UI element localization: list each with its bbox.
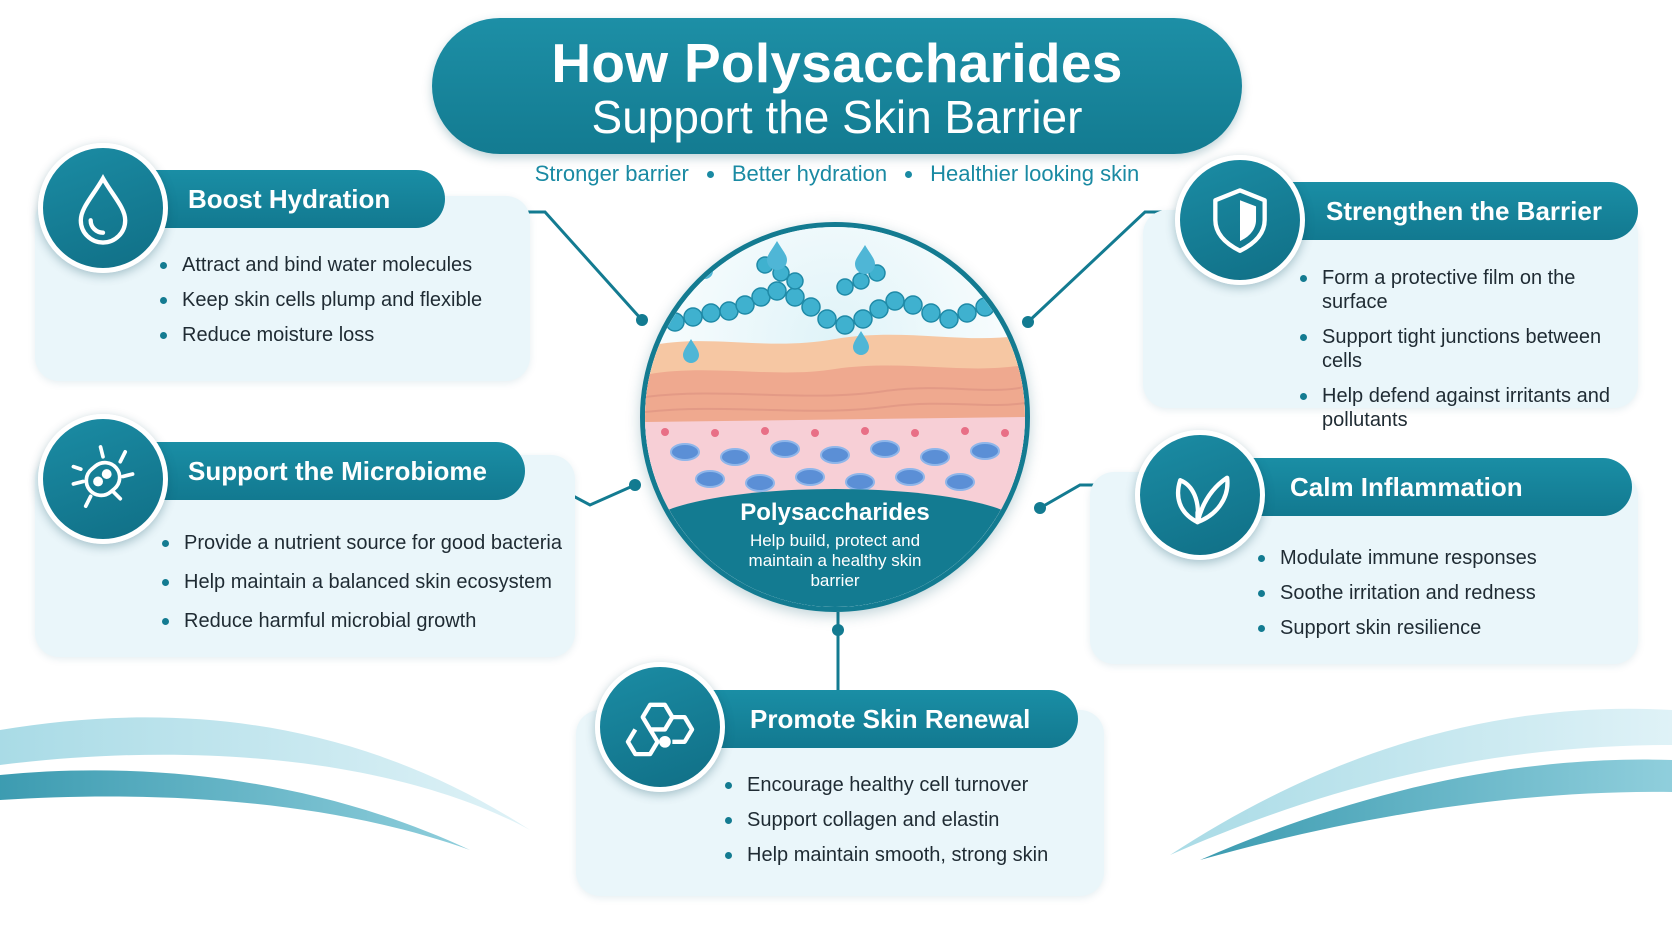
card-header-support-microbiome: Support the Microbiome [110,442,525,500]
tagline-separator [905,170,913,178]
list-item: Help maintain a balanced skin ecosystem [162,570,562,594]
title-banner: How Polysaccharides Support the Skin Bar… [432,18,1242,154]
card-header-calm-inflammation: Calm Inflammation [1200,458,1632,516]
list-item: Soothe irritation and redness [1258,581,1537,605]
list-calm-inflammation: Modulate immune responses Soothe irritat… [1258,546,1537,651]
list-support-microbiome: Provide a nutrient source for good bacte… [162,531,562,644]
center-skin-illustration: Polysaccharides Help build, protect and … [640,222,1030,612]
list-item: Reduce harmful microbial growth [162,609,562,633]
list-item: Support skin resilience [1258,616,1537,640]
center-label: Polysaccharides Help build, protect and … [645,489,1025,607]
list-item: Support tight junctions between cells [1300,325,1635,373]
list-item: Form a protective film on the surface [1300,266,1635,314]
connector-dots [629,314,1046,636]
wave-left [0,717,530,850]
list-item: Help defend against irritants and pollut… [1300,384,1635,432]
molecule-icon [595,662,725,792]
wave-right [1170,708,1672,860]
list-boost-hydration: Attract and bind water molecules Keep sk… [160,253,482,358]
tagline-separator [706,170,714,178]
tagline-item: Better hydration [731,161,888,186]
list-item: Keep skin cells plump and flexible [160,288,482,312]
water-drop-icon [38,143,168,273]
tagline-item: Stronger barrier [534,161,689,186]
center-description: Help build, protect and maintain a healt… [748,531,922,590]
list-strengthen-barrier: Form a protective film on the surface Su… [1300,266,1635,443]
page-subtitle: Support the Skin Barrier [591,91,1083,143]
tagline-item: Healthier looking skin [930,161,1140,186]
list-promote-renewal: Encourage healthy cell turnover Support … [725,773,1048,878]
card-header-promote-renewal: Promote Skin Renewal [670,690,1078,748]
list-item: Support collagen and elastin [725,808,1048,832]
list-item: Reduce moisture loss [160,323,482,347]
list-item: Attract and bind water molecules [160,253,482,277]
center-title: Polysaccharides [740,499,930,526]
tagline: Stronger barrier Better hydration Health… [432,158,1242,190]
leaf-icon [1135,430,1265,560]
card-header-strengthen-barrier: Strengthen the Barrier [1240,182,1638,240]
shield-icon [1175,155,1305,285]
list-item: Help maintain smooth, strong skin [725,843,1048,867]
bacteria-icon [38,414,168,544]
list-item: Provide a nutrient source for good bacte… [162,531,562,555]
list-item: Modulate immune responses [1258,546,1537,570]
list-item: Encourage healthy cell turnover [725,773,1048,797]
page-title: How Polysaccharides [551,32,1123,94]
